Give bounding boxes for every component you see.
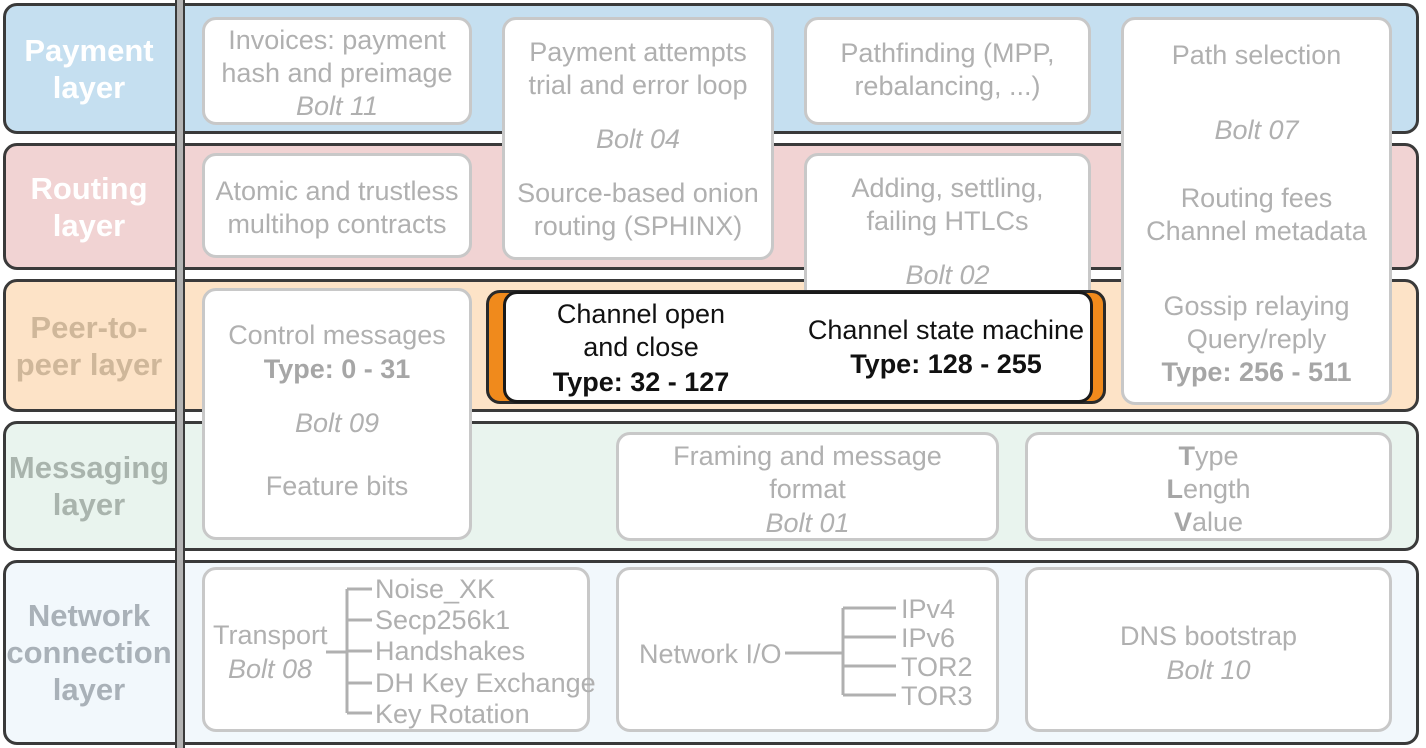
transport-item-handshakes: Handshakes — [375, 636, 526, 666]
htlc-bolt: Bolt 02 — [905, 260, 990, 290]
gossip-type-range: Type: 256 - 511 — [1161, 357, 1352, 387]
path-selection-box: Path selection Bolt 07 Routing fees Chan… — [1121, 17, 1392, 405]
transport-item-noise: Noise_XK — [375, 574, 496, 604]
invoices-bolt: Bolt 11 — [295, 91, 379, 121]
gossip-relaying-text: Gossip relaying Query/reply — [1163, 291, 1350, 354]
routing-fees-text: Routing fees Channel metadata — [1146, 183, 1367, 246]
pathfinding-text: Pathfinding (MPP, rebalancing, ...) — [840, 38, 1055, 101]
channel-state-machine-text: Channel state machine — [807, 315, 1085, 345]
transport-item-dh: DH Key Exchange — [375, 668, 596, 698]
layer-divider-bar — [175, 0, 185, 748]
atomic-contracts-text: Atomic and trustless multihop contracts — [215, 176, 459, 239]
transport-box: Transport Bolt 08 Noise_XK Secp256k1 Han… — [202, 567, 596, 732]
htlc-box: Adding, settling, failing HTLCs Bolt 02 — [804, 153, 1091, 313]
payment-attempts-text: Payment attempts trial and error loop — [528, 37, 748, 100]
peer-to-peer-layer-label: Peer-to- peer layer — [15, 309, 163, 382]
tlv-type: Type — [1178, 441, 1239, 471]
transport-item-secp: Secp256k1 — [375, 605, 511, 635]
control-messages-text: Control messages — [228, 320, 446, 350]
dns-bootstrap-box: DNS bootstrap Bolt 10 — [1025, 567, 1392, 732]
htlc-text: Adding, settling, failing HTLCs — [851, 173, 1044, 236]
control-messages-box: Control messages Type: 0 - 31 Bolt 09 Fe… — [202, 288, 472, 540]
channel-messages-box: Channel open and close Type: 32 - 127 Ch… — [503, 291, 1093, 403]
channel-open-close-text: Channel open and close — [556, 299, 726, 362]
control-bolt: Bolt 09 — [294, 408, 380, 438]
transport-bolt: Bolt 08 — [227, 654, 313, 684]
dns-bootstrap-bolt: Bolt 10 — [1166, 655, 1251, 685]
network-io-item-tor2: TOR2 — [901, 652, 973, 682]
channel-open-type-range: Type: 32 - 127 — [552, 367, 730, 397]
network-io-item-ipv4: IPv4 — [901, 594, 956, 624]
framing-box: Framing and message format Bolt 01 — [616, 432, 999, 541]
feature-bits-text: Feature bits — [265, 471, 409, 501]
path-selection-bolt: Bolt 07 — [1214, 115, 1299, 145]
network-io-item-ipv6: IPv6 — [901, 623, 956, 653]
payment-attempts-bolt: Bolt 04 — [595, 124, 681, 154]
tlv-value: Value — [1173, 507, 1244, 537]
transport-text: Transport — [213, 620, 328, 650]
onion-routing-text: Source-based onion routing (SPHINX) — [517, 178, 759, 241]
invoices-text: Invoices: payment hash and preimage — [221, 25, 453, 88]
transport-item-key-rotation: Key Rotation — [375, 699, 530, 729]
messaging-layer-label: Messaging layer — [8, 450, 170, 522]
payment-attempts-box: Payment attempts trial and error loop Bo… — [502, 17, 774, 260]
path-selection-text: Path selection — [1171, 40, 1342, 70]
network-io-box: Network I/O IPv4 IPv6 TOR2 TOR3 — [616, 567, 999, 732]
tlv-length: Length — [1166, 474, 1251, 504]
network-io-item-tor3: TOR3 — [901, 681, 973, 711]
dns-bootstrap-text: DNS bootstrap — [1119, 621, 1298, 651]
invoices-box: Invoices: payment hash and preimage Bolt… — [202, 17, 472, 125]
network-io-text: Network I/O — [639, 639, 782, 669]
network-connection-layer-label: Network connection layer — [6, 598, 172, 707]
tlv-box: Type Length Value — [1025, 432, 1392, 541]
routing-layer-label: Routing layer — [30, 170, 148, 243]
channel-state-type-range: Type: 128 - 255 — [850, 349, 1042, 379]
control-type-range: Type: 0 - 31 — [263, 354, 411, 384]
payment-layer-label: Payment layer — [24, 32, 154, 105]
atomic-contracts-box: Atomic and trustless multihop contracts — [202, 153, 472, 258]
pathfinding-box: Pathfinding (MPP, rebalancing, ...) — [804, 17, 1091, 125]
framing-bolt: Bolt 01 — [765, 508, 850, 538]
framing-text: Framing and message format — [673, 441, 942, 504]
